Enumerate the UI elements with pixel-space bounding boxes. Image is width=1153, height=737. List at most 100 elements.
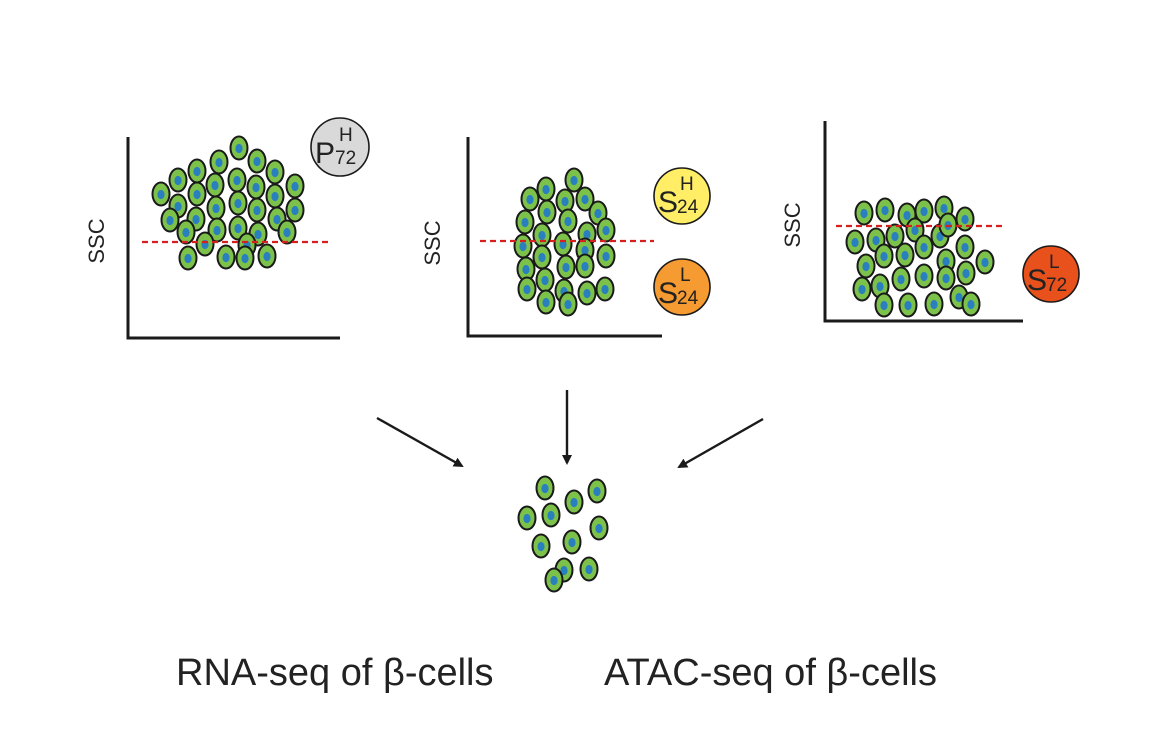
- panel-1-cell: [247, 148, 267, 174]
- panel-1-axes: [126, 137, 340, 340]
- badge-p-h-72-sup: H: [339, 125, 353, 146]
- panel-1-cell: [178, 245, 198, 271]
- arrow-left: [376, 416, 464, 468]
- panel-1-cell: [206, 195, 226, 221]
- panel-2-cell: [558, 208, 578, 234]
- badge-s-l-72-sub: 72: [1046, 275, 1067, 296]
- panel-2-cell: [556, 254, 576, 280]
- panel-1-cell: [216, 244, 236, 270]
- panel-2-cell: [555, 188, 575, 214]
- panel-3-cell: [914, 234, 934, 260]
- panel-1-cell: [195, 231, 215, 257]
- badge-s-l-24-sup: L: [680, 265, 691, 286]
- panel-2-cell: [537, 199, 557, 225]
- panel-1-cell: [187, 181, 207, 207]
- panel-3-cell: [895, 242, 915, 268]
- panel-2-cell: [535, 267, 555, 293]
- panel-1-ssc-axis-label: SSC: [84, 218, 109, 264]
- panel-3-cell: [891, 266, 911, 292]
- panel-2-cell: [520, 186, 540, 212]
- panel-2-ssc-axis-label: SSC: [420, 220, 445, 266]
- badge-s-l-24: S L 24: [653, 258, 711, 316]
- badge-s-l-72-letter: S: [1027, 264, 1047, 297]
- badge-s-l-72: S L 72: [1022, 245, 1080, 303]
- panel-1-cell: [265, 159, 285, 185]
- panel-3-ssc-axis-label: SSC: [780, 202, 805, 248]
- panel-2-axes: [466, 137, 662, 338]
- pooled-cell: [562, 529, 582, 555]
- panel-3-axes: [823, 121, 1023, 323]
- panel-3-cell: [898, 292, 918, 318]
- panel-1-cell: [168, 167, 188, 193]
- panel-2-cell: [532, 222, 552, 248]
- panel-1-cell: [209, 149, 229, 175]
- atac-seq-label: ATAC-seq of β-cells: [604, 652, 937, 694]
- panel-3-cell: [854, 200, 874, 226]
- badge-p-h-72-letter: P: [315, 137, 335, 170]
- panel-3-cell: [924, 291, 944, 317]
- pooled-cell: [589, 515, 609, 541]
- panel-3-cell-cluster: [845, 195, 995, 318]
- badge-s-h-24-sup: H: [680, 174, 694, 195]
- pooled-cell-cluster: [517, 475, 609, 593]
- panel-2-cell: [595, 276, 615, 302]
- panel-3-cell: [845, 229, 865, 255]
- rna-seq-label: RNA-seq of β-cells: [176, 652, 494, 694]
- panel-3-cell: [936, 265, 956, 291]
- panel-3-cell: [874, 243, 894, 269]
- pooled-cell: [579, 556, 599, 582]
- badge-s-l-72-sup: L: [1049, 252, 1060, 273]
- panel-2-cell: [517, 276, 537, 302]
- panel-1-cell: [257, 243, 277, 269]
- badge-s-h-24-sub: 24: [677, 197, 699, 218]
- panel-2-cell: [553, 231, 573, 257]
- panel-1-cell: [246, 174, 266, 200]
- panel-1-cell: [277, 219, 297, 245]
- pooled-cell: [517, 505, 537, 531]
- panel-1-cell: [227, 167, 247, 193]
- pooled-cell: [564, 489, 584, 515]
- panel-2-cell: [558, 291, 578, 317]
- panel-1-cell: [187, 158, 207, 184]
- panel-3-cell: [914, 263, 934, 289]
- badge-s-h-24: S H 24: [653, 167, 711, 225]
- panel-3-cell: [856, 253, 876, 279]
- arrow-right: [677, 417, 764, 469]
- panel-1-cell: [205, 172, 225, 198]
- panel-1-cell-cluster: [151, 135, 305, 271]
- panel-3-cell: [852, 276, 872, 302]
- panel-1-cell: [265, 183, 285, 209]
- panel-1-cell: [160, 207, 180, 233]
- badge-s-l-24-letter: S: [658, 277, 678, 310]
- pooled-cell: [587, 478, 607, 504]
- panel-1-cell: [285, 197, 305, 223]
- panel-1-cell: [176, 219, 196, 245]
- badge-p-h-72-sub: 72: [335, 148, 356, 169]
- panel-3-cell: [956, 260, 976, 286]
- badge-s-h-24-letter: S: [658, 186, 678, 219]
- panel-1-cell: [235, 245, 255, 271]
- panel-2-cell: [532, 244, 552, 270]
- panel-3-cell: [874, 292, 894, 318]
- panel-2-cell: [577, 280, 597, 306]
- panel-2-cell: [575, 253, 595, 279]
- panel-1-cell: [285, 173, 305, 199]
- panel-1-cell: [228, 190, 248, 216]
- panel-1-cell: [247, 197, 267, 223]
- panel-2-cell: [564, 167, 584, 193]
- panel-2-cell: [596, 217, 616, 243]
- panel-3-cell: [955, 234, 975, 260]
- panel-2-cell: [515, 209, 535, 235]
- panel-1-cell: [151, 181, 171, 207]
- pooled-cell: [541, 502, 561, 528]
- panel-2-cell: [596, 243, 616, 269]
- badge-s-l-24-sub: 24: [677, 288, 699, 309]
- panel-3-cell: [961, 291, 981, 317]
- panel-2-cell: [536, 289, 556, 315]
- panel-1-cell: [229, 135, 249, 161]
- pooled-cell: [531, 533, 551, 559]
- pooled-cell: [535, 475, 555, 501]
- panel-3-cell: [875, 197, 895, 223]
- panel-2-cell: [513, 233, 533, 259]
